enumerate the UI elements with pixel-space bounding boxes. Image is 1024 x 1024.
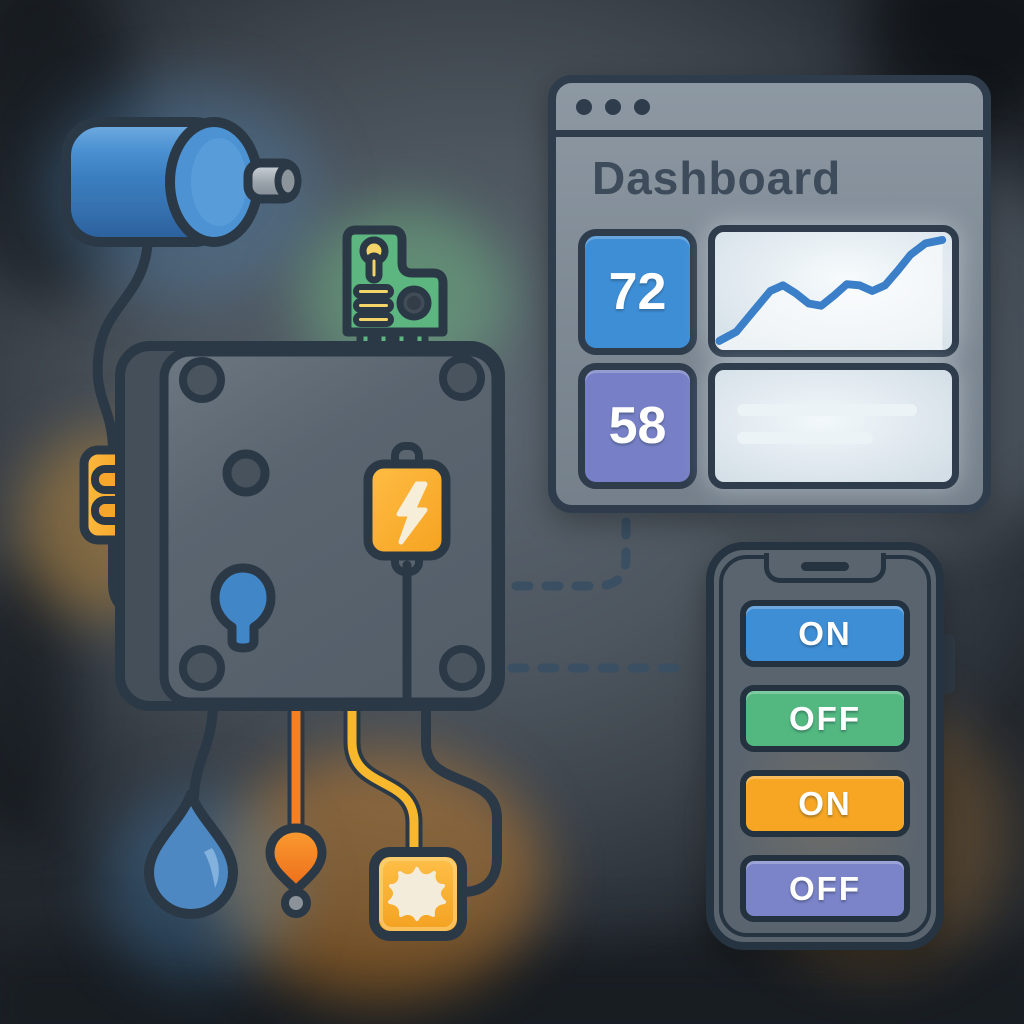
screw-top-right: [439, 355, 485, 401]
indicator-hole: [222, 449, 270, 497]
browser-titlebar: [556, 83, 983, 137]
page-title: Dashboard: [592, 152, 842, 204]
speaker-slot-icon: [801, 562, 849, 571]
yellow-cable-core: [347, 697, 419, 857]
yellow-cable-outline: [343, 691, 423, 863]
phone-notch-icon: [764, 553, 886, 583]
pump-motor-icon: [61, 117, 302, 247]
loop-cable: [421, 695, 502, 897]
dashed-link-browser: [511, 507, 631, 591]
window-dot-2[interactable]: [605, 98, 621, 115]
metric-value-2: 58: [608, 397, 667, 455]
toggle-button-3[interactable]: ON: [740, 770, 910, 837]
screw-bottom-left: [179, 645, 225, 691]
toggle-label-3: ON: [798, 784, 852, 822]
toggle-label-4: OFF: [789, 869, 861, 907]
moisture-wire: [189, 695, 218, 801]
line-chart-icon: [715, 235, 947, 350]
motor-wire: [92, 235, 153, 457]
controller-box: [115, 341, 505, 711]
splat-sensor-icon: [369, 847, 467, 941]
circuit-chip-icon: [342, 225, 448, 351]
lightning-bolt-icon: [396, 481, 428, 545]
toggle-button-list: ON OFF ON OFF: [726, 562, 924, 930]
thermometer-probe-icon: [265, 823, 327, 918]
placeholder-bar-2: [737, 432, 873, 444]
window-dot-3[interactable]: [634, 98, 650, 115]
line-chart-area: [719, 239, 943, 350]
browser-window: Dashboard 72 58: [548, 75, 991, 513]
toggle-button-1[interactable]: ON: [740, 600, 910, 667]
toggle-button-2[interactable]: OFF: [740, 685, 910, 752]
toggle-button-4[interactable]: OFF: [740, 855, 910, 922]
phone-side-button[interactable]: [943, 634, 955, 694]
window-dot-1[interactable]: [576, 98, 592, 115]
text-placeholder-panel: [708, 363, 959, 489]
placeholder-bar-1: [737, 404, 917, 416]
water-drop-icon: [144, 789, 238, 919]
screw-bottom-right: [439, 645, 485, 691]
metric-tile-2[interactable]: 58: [578, 363, 697, 489]
toggle-label-1: ON: [798, 614, 852, 652]
water-drop-emblem: [210, 563, 276, 653]
line-chart-stroke: [715, 235, 947, 345]
metric-value-1: 72: [608, 263, 667, 321]
screw-top-left: [179, 357, 225, 403]
phone: ON OFF ON OFF: [706, 542, 955, 950]
chart-panel: [708, 225, 959, 357]
toggle-label-2: OFF: [789, 699, 861, 737]
phone-frame: ON OFF ON OFF: [706, 542, 944, 950]
metric-tile-1[interactable]: 72: [578, 229, 697, 355]
